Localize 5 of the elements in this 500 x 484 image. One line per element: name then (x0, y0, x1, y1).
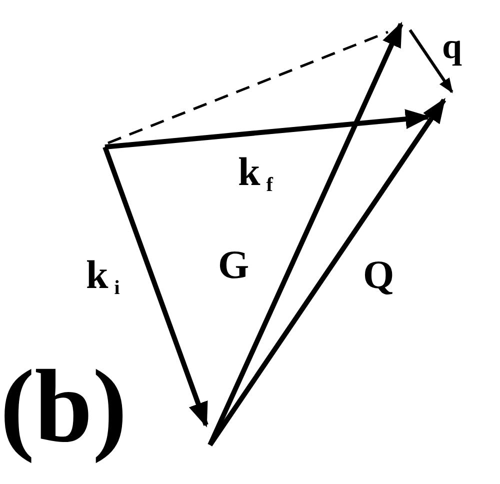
vector-label: G (218, 245, 250, 285)
vector-label: k$_{f}$ (238, 152, 273, 195)
vector-label: Q (363, 255, 394, 295)
vector-label: q (442, 28, 462, 64)
vector-label: k$_{i}$ (86, 255, 120, 298)
